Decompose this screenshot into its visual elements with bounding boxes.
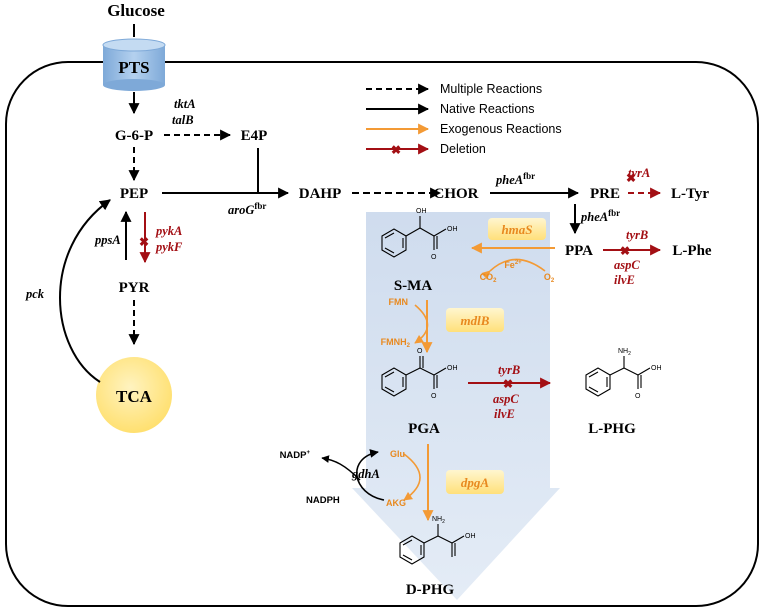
nadph-label: NADPH	[306, 495, 340, 506]
deletion-mark-ppa: ✖	[620, 244, 630, 258]
gene-talb: talB	[172, 113, 194, 127]
glu-label: Glu	[390, 449, 405, 459]
svg-text:NH2: NH2	[618, 348, 631, 357]
pre-label: PRE	[590, 186, 620, 202]
cofactor-arc-dpga	[403, 453, 421, 501]
fmnh2-label: FMNH2	[381, 337, 411, 349]
deletion-mark-pga: ✖	[503, 377, 513, 391]
cofactor-arc-hmas	[481, 258, 546, 280]
svg-text:OH: OH	[651, 365, 662, 372]
o2-label: O2	[544, 272, 555, 284]
gene-box-dpga	[446, 470, 504, 494]
gene-mdlb: mdlB	[461, 313, 490, 328]
gene-box-mdlb	[446, 308, 504, 332]
fe-label: Fe2+	[504, 260, 522, 270]
cofactor-arc-mdlb	[414, 304, 429, 344]
gene-tkta: tktA	[174, 97, 196, 111]
gene-aspc-1: aspC	[614, 258, 640, 272]
svg-text:OH: OH	[447, 226, 458, 233]
gene-gdha: gdhA	[351, 467, 380, 481]
deletion-mark-tyra: ✖	[626, 171, 636, 185]
gene-dpga: dpgA	[461, 475, 490, 490]
gene-pck: pck	[25, 287, 45, 301]
pga-structure: O OH O	[381, 348, 458, 400]
pep-label: PEP	[120, 186, 148, 202]
legend-deletion-mark: ✖	[391, 143, 401, 157]
gene-ilve-1: ilvE	[614, 273, 635, 287]
akg-label: AKG	[386, 498, 406, 508]
svg-text:O: O	[431, 393, 437, 400]
pts-label: PTS	[118, 58, 149, 77]
dahp-label: DAHP	[299, 186, 342, 202]
ppa-label: PPA	[565, 243, 593, 259]
lphe-label: L-Phe	[672, 243, 712, 259]
gene-phea-1: pheAfbr	[495, 171, 535, 187]
gene-ppsa: ppsA	[94, 233, 121, 247]
svg-text:NH2: NH2	[432, 516, 445, 525]
gene-ilve-2: ilvE	[494, 407, 515, 421]
sma-structure: OH OH O	[381, 208, 458, 261]
legend-multiple: Multiple Reactions	[440, 82, 542, 96]
e4p-label: E4P	[241, 128, 268, 144]
gene-arog: aroGfbr	[228, 201, 266, 217]
pga-label: PGA	[408, 421, 440, 437]
pyr-label: PYR	[119, 280, 150, 296]
ltyr-label: L-Tyr	[671, 186, 709, 202]
gdha-arc	[355, 449, 385, 501]
tca-cycle	[96, 357, 172, 433]
sma-label: S-MA	[394, 278, 432, 294]
svg-text:OH: OH	[465, 533, 476, 540]
svg-text:OH: OH	[447, 365, 458, 372]
gene-phea-2: pheAfbr	[580, 208, 620, 224]
gene-aspc-2: aspC	[493, 392, 519, 406]
gene-tyrb-1: tyrB	[626, 228, 648, 242]
legend: Multiple Reactions Native Reactions Exog…	[366, 82, 562, 157]
gdha-nadp-arc	[321, 455, 361, 481]
fmn-label: FMN	[389, 297, 409, 307]
pts-transporter: PTS	[102, 38, 166, 91]
gene-pykf: pykF	[155, 240, 183, 254]
nadp-label: NADP+	[280, 450, 311, 461]
pathway-band	[352, 212, 560, 600]
chor-label: CHOR	[434, 186, 479, 202]
legend-exogenous: Exogenous Reactions	[440, 122, 562, 136]
gene-hmas: hmaS	[501, 222, 532, 237]
arrow-tca-pep	[59, 199, 111, 383]
gene-box-hmas	[488, 218, 546, 240]
svg-text:O: O	[431, 254, 437, 261]
gene-tyrb-2: tyrB	[498, 363, 520, 377]
legend-deletion: Deletion	[440, 142, 486, 156]
gene-pyka: pykA	[155, 224, 182, 238]
legend-native: Native Reactions	[440, 102, 535, 116]
svg-text:OH: OH	[416, 208, 427, 215]
lphg-label: L-PHG	[588, 421, 636, 437]
deletion-mark-pyk: ✖	[139, 235, 149, 249]
g6p-label: G-6-P	[115, 128, 153, 144]
cell-membrane	[5, 61, 759, 607]
lphg-structure: NH2 OH O	[585, 348, 662, 400]
dphg-label: D-PHG	[406, 582, 455, 598]
dphg-structure: NH2 OH	[399, 516, 476, 565]
svg-text:O: O	[635, 393, 641, 400]
svg-text:O: O	[417, 348, 423, 355]
gene-tyra: tyrA	[628, 166, 650, 180]
glucose-label: Glucose	[107, 1, 165, 20]
tca-label: TCA	[116, 387, 153, 406]
co2-label: CO2	[480, 272, 498, 284]
